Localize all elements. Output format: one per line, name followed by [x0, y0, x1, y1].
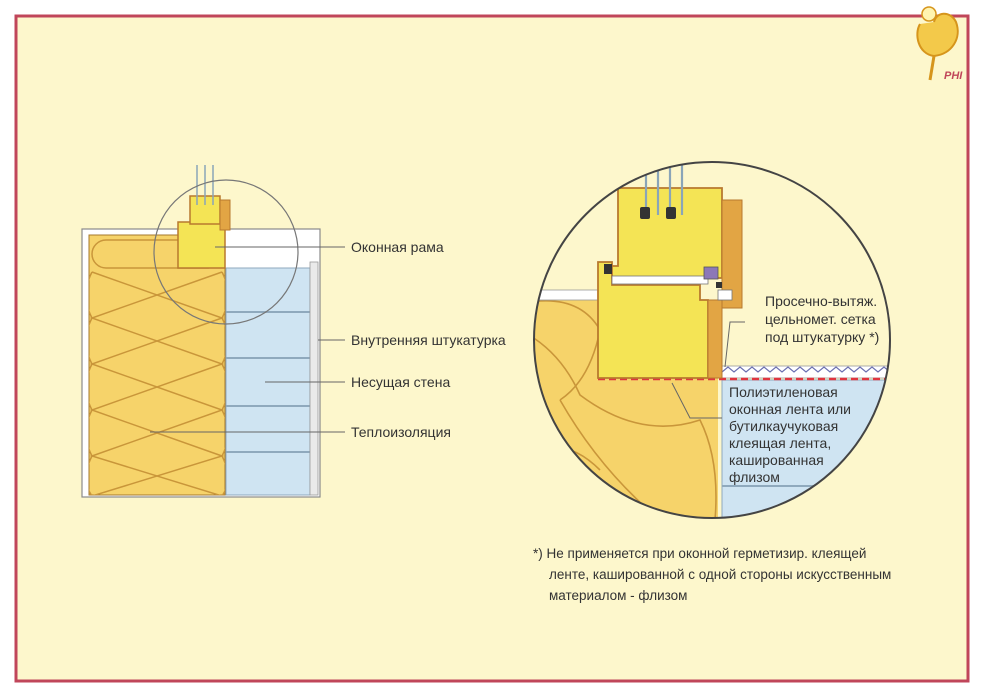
window-frame — [177, 221, 226, 269]
label-mesh-line-1: Просечно-вытяж. — [765, 293, 877, 309]
footnote-line-2: ленте, кашированной с одной стороны иску… — [549, 567, 891, 582]
overview-section: Оконная рама Внутренняя штукатурка Несущ… — [81, 165, 506, 498]
detail-callout-circle — [153, 179, 299, 325]
label-tape-line-4: клеящая лента, — [729, 435, 831, 451]
label-tape-line-1: Полиэтиленовая — [729, 384, 838, 400]
window-sash — [189, 195, 221, 225]
label-tape-line-3: бутилкаучуковая — [729, 418, 838, 434]
window-frame-outer — [219, 199, 231, 231]
detail-window-sash — [611, 187, 723, 279]
label-mesh: Просечно-вытяж. цельномет. сетка под шту… — [765, 293, 881, 345]
detail-circle-outline — [533, 161, 891, 519]
label-window-frame: Оконная рама — [351, 239, 444, 255]
footnote: *) Не применяется при оконной герметизир… — [533, 546, 895, 603]
label-tape-line-5: кашированная — [729, 452, 824, 468]
phi-logo: PHI — [916, 6, 963, 82]
footnote-line-1: *) Не применяется при оконной герметизир… — [533, 546, 866, 561]
label-mesh-line-3: под штукатурку *) — [765, 329, 879, 345]
detail-section: Просечно-вытяж. цельномет. сетка под шту… — [533, 161, 891, 519]
label-tape-line-2: оконная лента или — [729, 401, 851, 417]
label-insulation: Теплоизоляция — [351, 424, 451, 440]
label-mesh-line-2: цельномет. сетка — [765, 311, 876, 327]
label-interior-plaster: Внутренняя штукатурка — [351, 332, 506, 348]
label-load-bearing-wall: Несущая стена — [351, 374, 450, 390]
label-tape: Полиэтиленовая оконная лента или бутилка… — [729, 384, 855, 485]
interior-plaster — [309, 261, 319, 496]
label-tape-line-6: флизом — [729, 469, 780, 485]
logo-text: PHI — [944, 70, 963, 82]
footnote-line-3: материалом - флизом — [549, 588, 687, 603]
